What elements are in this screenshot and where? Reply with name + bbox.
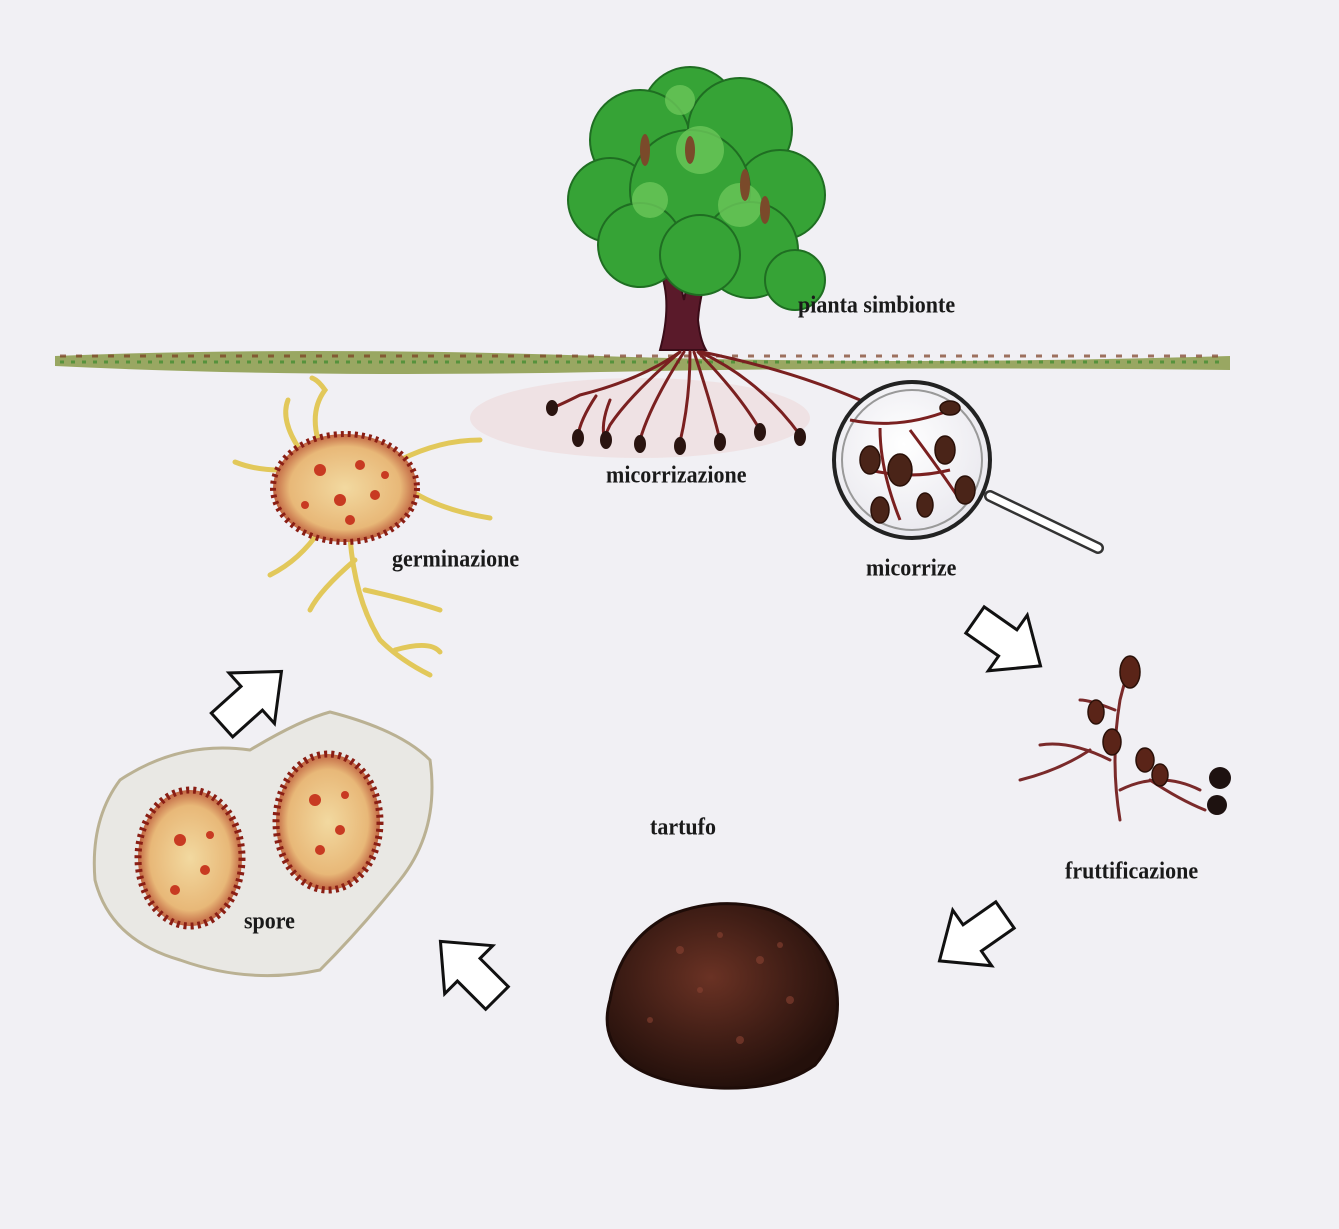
label-spores: spore	[244, 907, 295, 935]
arrow-tartufo-to-spore	[416, 917, 521, 1022]
label-truffle: tartufo	[650, 813, 716, 841]
label-germination: germinazione	[392, 545, 519, 573]
label-mycorrhizae: micorrize	[866, 554, 956, 582]
spore-sac-icon	[94, 712, 432, 976]
label-plant: pianta simbionte	[798, 291, 955, 319]
arrow-micorrize-to-fruttificazione	[955, 592, 1060, 694]
tree-icon	[568, 67, 825, 350]
germinating-spore-icon	[235, 378, 490, 675]
magnifying-glass-icon	[834, 382, 1098, 548]
label-mycorrhization: micorrizazione	[606, 461, 747, 489]
truffle-icon	[607, 904, 837, 1089]
arrow-fruttificazione-to-tartufo	[920, 887, 1025, 989]
fruiting-icon	[1020, 656, 1231, 820]
label-fruiting: fruttificazione	[1065, 857, 1198, 885]
